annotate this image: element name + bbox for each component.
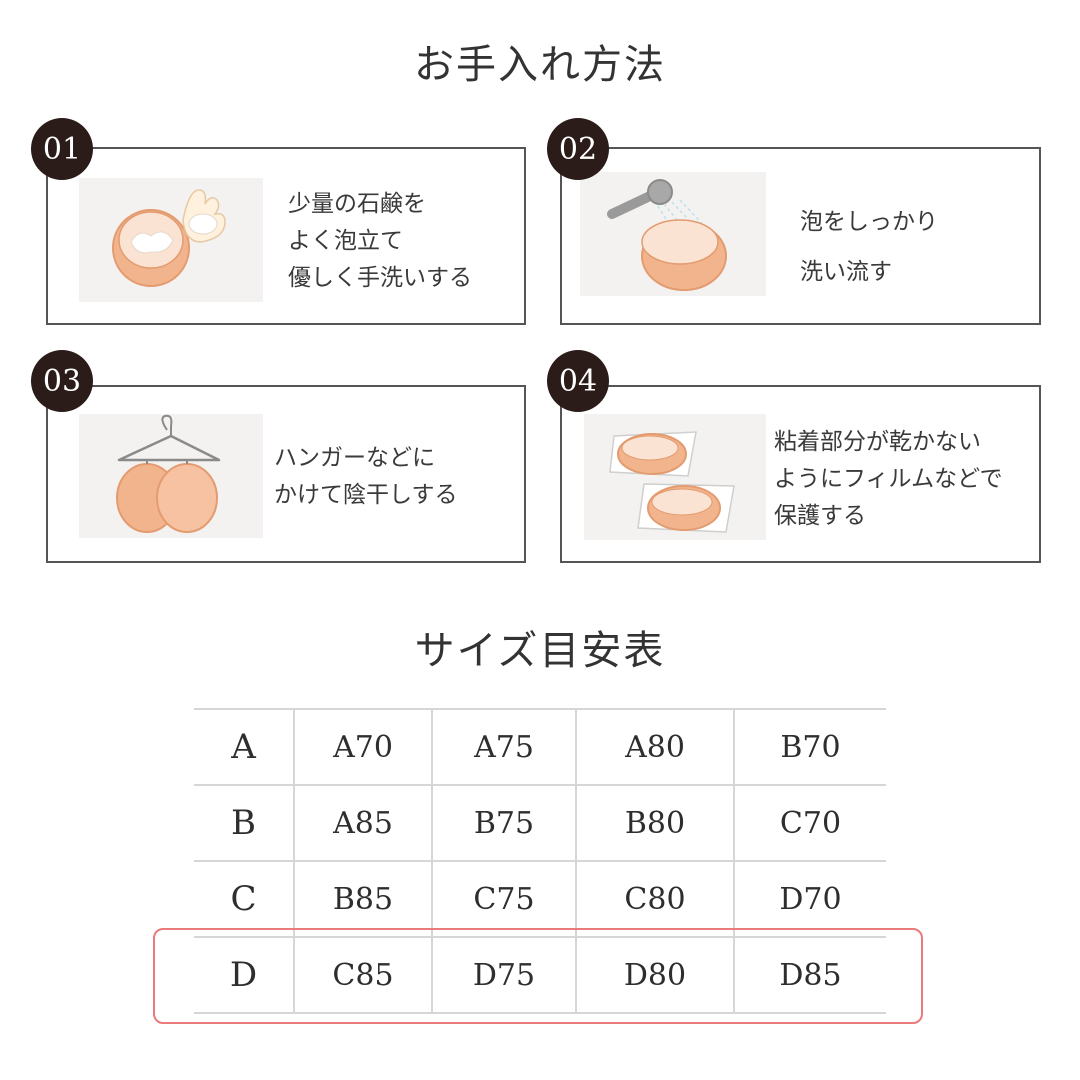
step-1-line-3: 優しく手洗いする bbox=[288, 265, 472, 291]
table-cell: C75 bbox=[473, 881, 535, 917]
hand-washing-cup-icon bbox=[79, 178, 263, 302]
table-cell: D75 bbox=[472, 957, 536, 993]
table-vline bbox=[733, 708, 735, 1014]
step-4-line-1: 粘着部分が乾かない bbox=[774, 429, 981, 455]
table-cell: A85 bbox=[333, 805, 393, 841]
table-cell: D70 bbox=[779, 881, 842, 917]
table-cell: C80 bbox=[624, 881, 686, 917]
highlighted-row-frame bbox=[153, 928, 923, 1024]
step-4-line-3: 保護する bbox=[774, 503, 866, 529]
table-cell: A75 bbox=[474, 729, 534, 765]
table-hline bbox=[194, 936, 886, 938]
table-hline bbox=[194, 784, 886, 786]
step-description-4: 粘着部分が乾かない ようにフィルムなどで 保護する bbox=[774, 424, 1003, 535]
table-hline bbox=[194, 708, 886, 710]
faucet-rinse-icon bbox=[580, 172, 766, 296]
step-3-line-2: かけて陰干しする bbox=[274, 482, 458, 508]
table-hline bbox=[194, 1012, 886, 1014]
step-description-1: 少量の石鹸を よく泡立て 優しく手洗いする bbox=[288, 186, 472, 297]
step-1-line-1: 少量の石鹸を bbox=[288, 191, 426, 217]
table-vline bbox=[293, 708, 295, 1014]
table-vline bbox=[431, 708, 433, 1014]
step-3-line-1: ハンガーなどに bbox=[274, 445, 435, 471]
step-number-badge-1: 01 bbox=[31, 118, 93, 180]
step-1-line-2: よく泡立て bbox=[288, 228, 403, 254]
step-2-line-1: 泡をしっかり bbox=[800, 209, 938, 235]
care-section-title: お手入れ方法 bbox=[414, 42, 666, 88]
step-2-line-2: 洗い流す bbox=[800, 259, 892, 285]
table-hline bbox=[194, 860, 886, 862]
table-cell: B80 bbox=[624, 805, 686, 841]
size-section-title: サイズ目安表 bbox=[414, 628, 666, 674]
step-number-badge-2: 02 bbox=[547, 118, 609, 180]
film-protect-icon bbox=[584, 414, 766, 540]
table-row-label: B bbox=[231, 803, 256, 843]
table-cell: D80 bbox=[623, 957, 687, 993]
table-cell: C70 bbox=[779, 805, 842, 841]
step-number-badge-4: 04 bbox=[547, 350, 609, 412]
step-number-badge-3: 03 bbox=[31, 350, 93, 412]
step-description-2: 泡をしっかり 洗い流す bbox=[800, 197, 938, 297]
table-row-label: C bbox=[230, 879, 257, 919]
table-row-label: D bbox=[229, 955, 258, 995]
table-cell: B85 bbox=[332, 881, 394, 917]
table-row-label: A bbox=[231, 727, 256, 767]
step-description-3: ハンガーなどに かけて陰干しする bbox=[274, 440, 458, 514]
table-cell: A70 bbox=[333, 729, 393, 765]
table-cell: A80 bbox=[625, 729, 685, 765]
table-cell: C85 bbox=[332, 957, 394, 993]
table-cell: B75 bbox=[473, 805, 535, 841]
table-cell: D85 bbox=[779, 957, 842, 993]
hanger-dry-icon bbox=[79, 414, 263, 538]
step-4-line-2: ようにフィルムなどで bbox=[774, 466, 1003, 492]
table-vline bbox=[575, 708, 577, 1014]
table-cell: B70 bbox=[780, 729, 841, 765]
